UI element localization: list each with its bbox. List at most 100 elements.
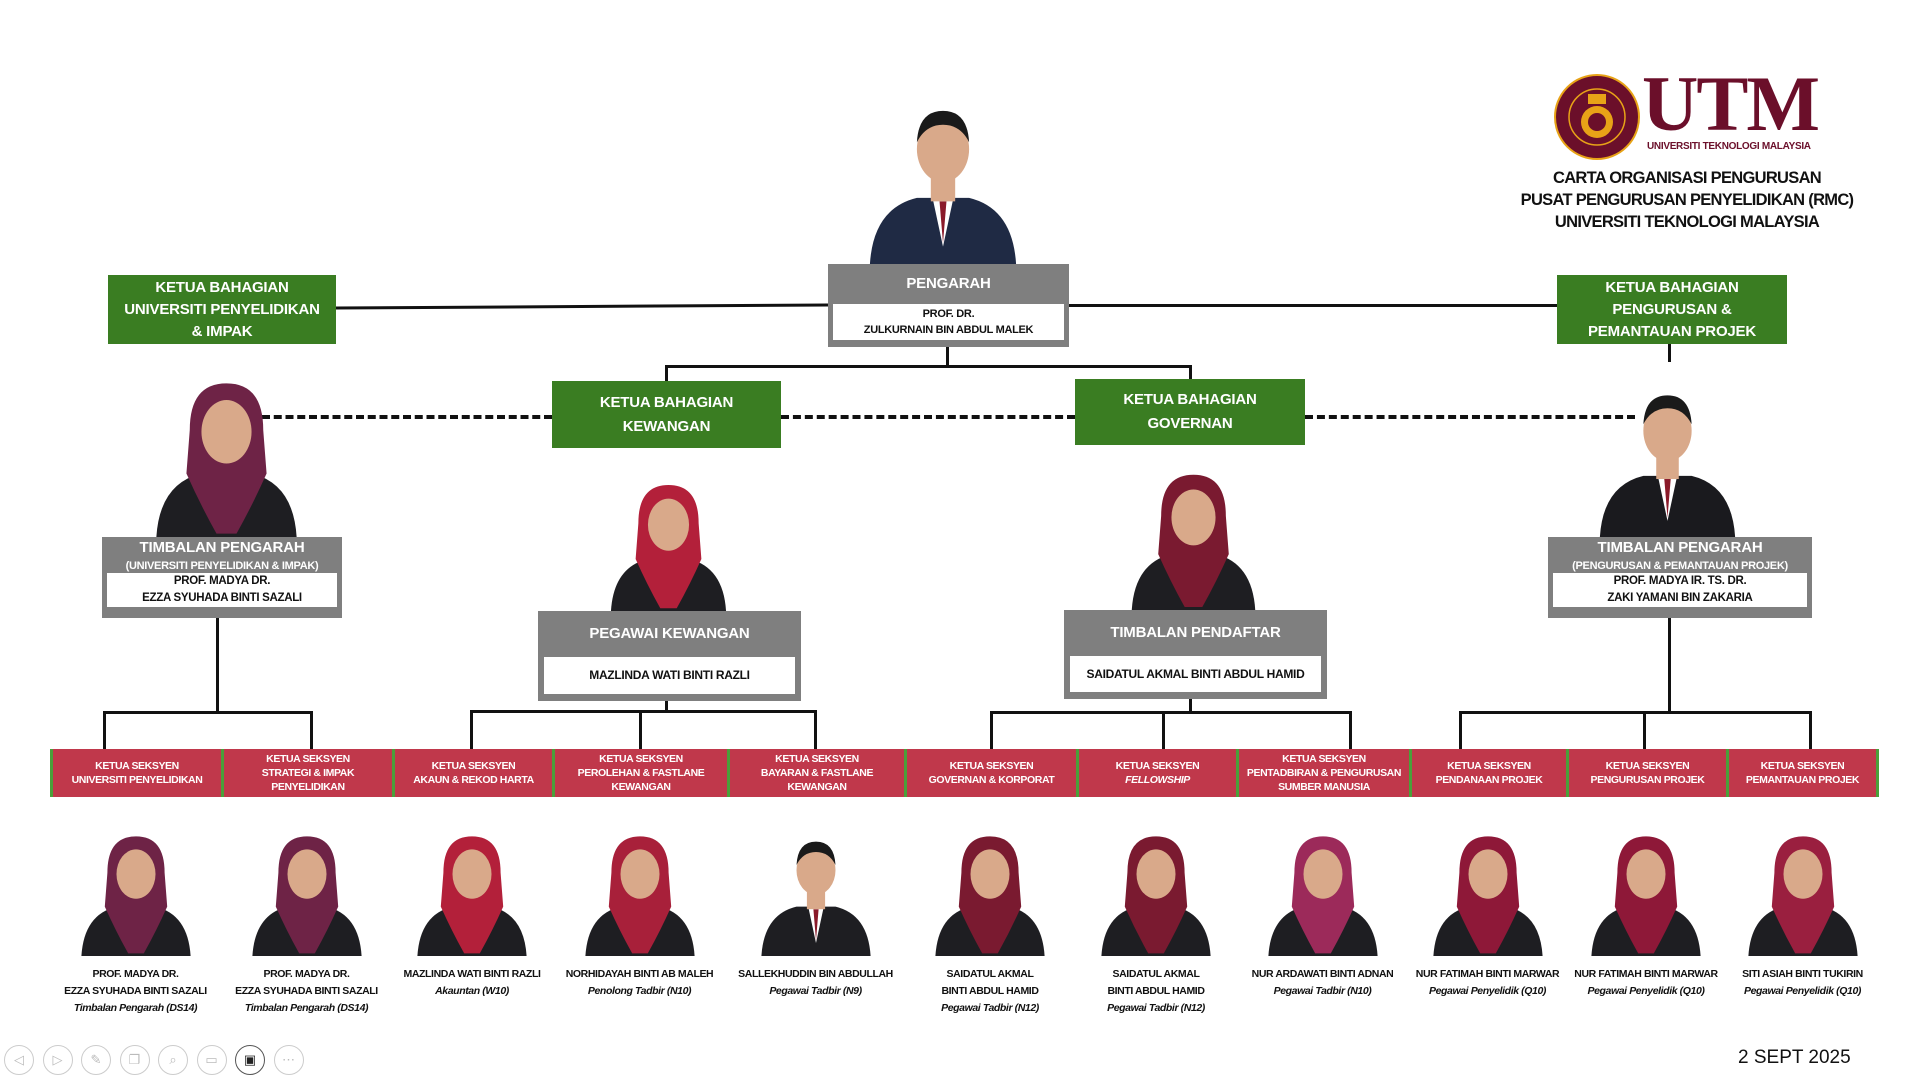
head-governan: KETUA BAHAGIAN GOVERNAN bbox=[1075, 379, 1305, 445]
head-line: UNIVERSITI PENYELIDIKAN bbox=[124, 300, 320, 318]
head-line: PEMANTAUAN PROJEK bbox=[1587, 322, 1756, 340]
staff-name: SAIDATUL AKMAL bbox=[1112, 968, 1200, 980]
section-box: KETUA SEKSYEN AKAUN & REKOD HARTA bbox=[392, 749, 552, 797]
staff-photo bbox=[1091, 812, 1221, 956]
staff-photo bbox=[242, 812, 372, 956]
director-title: PENGARAH bbox=[906, 275, 991, 292]
previous-icon: ◁ bbox=[14, 1052, 24, 1067]
next-button[interactable]: ▷ bbox=[42, 1045, 73, 1075]
head-line: KEWANGAN bbox=[622, 417, 711, 435]
staff-name: SAIDATUL AKMAL bbox=[946, 968, 1034, 980]
staff-name: PROF. MADYA DR. bbox=[263, 968, 350, 980]
pen-button[interactable]: ✎ bbox=[81, 1045, 111, 1075]
deputy-name: PROF. MADYA DR. EZZA SYUHADA BINTI SAZAL… bbox=[107, 573, 337, 607]
chart-title: CARTA ORGANISASI PENGURUSAN PUSAT PENGUR… bbox=[1487, 167, 1887, 233]
head-line: KETUA BAHAGIAN bbox=[599, 393, 734, 411]
section-box: KETUA SEKSYEN PEMANTAUAN PROJEK bbox=[1726, 749, 1879, 797]
staff-role: Penolong Tadbir (N10) bbox=[587, 985, 692, 997]
pegawai-kewangan-box: PEGAWAI KEWANGAN MAZLINDA WATI BINTI RAZ… bbox=[538, 611, 801, 701]
deputy-name-line: ZAKI YAMANI BIN ZAKARIA bbox=[1607, 592, 1753, 604]
section-label-line: KETUA SEKSYEN bbox=[431, 760, 516, 772]
deputy-title: TIMBALAN PENGARAH bbox=[139, 539, 305, 556]
deputy-name: PROF. MADYA IR. TS. DR. ZAKI YAMANI BIN … bbox=[1553, 573, 1807, 607]
section-label-line: FELLOWSHIP bbox=[1125, 774, 1190, 786]
director-name-line: PROF. DR. bbox=[922, 308, 975, 320]
staff-name: NUR FATIMAH BINTI MARWAR bbox=[1415, 968, 1560, 980]
deputy-title: TIMBALAN PENGARAH bbox=[1597, 539, 1763, 556]
section-label-line: GOVERNAN & KORPORAT bbox=[928, 774, 1055, 786]
zoom-icon: ⌕ bbox=[169, 1052, 177, 1067]
pegawai-kewangan-name: MAZLINDA WATI BINTI RAZLI bbox=[544, 657, 795, 694]
deputy-right-photo bbox=[1587, 360, 1748, 537]
head-line: GOVERNAN bbox=[1147, 415, 1233, 432]
zoom-button[interactable]: ⌕ bbox=[158, 1045, 188, 1075]
section-label-line: STRATEGI & IMPAK bbox=[261, 767, 355, 779]
staff-role: Timbalan Pengarah (DS14) bbox=[244, 1002, 369, 1014]
staff-photo bbox=[575, 812, 705, 956]
section-label-line: KETUA SEKSYEN bbox=[1115, 760, 1200, 772]
staff-name: PROF. MADYA DR. bbox=[92, 968, 179, 980]
section-label-line: PEROLEHAN & FASTLANE bbox=[577, 767, 705, 779]
section-label-line: KETUA SEKSYEN bbox=[1282, 753, 1366, 765]
section-label-line: KEWANGAN bbox=[787, 781, 847, 793]
staff-caption: PROF. MADYA DR. EZZA SYUHADA BINTI SAZALI… bbox=[46, 966, 226, 1017]
deputy-subtitle: (UNIVERSITI PENYELIDIKAN & IMPAK) bbox=[125, 560, 319, 572]
deputy-name-line: PROF. MADYA IR. TS. DR. bbox=[1613, 575, 1747, 587]
director-name: PROF. DR. ZULKURNAIN BIN ABDUL MALEK bbox=[833, 304, 1064, 340]
title-line: CARTA ORGANISASI PENGURUSAN bbox=[1552, 169, 1822, 187]
staff-photo bbox=[1258, 812, 1388, 956]
staff-photo bbox=[1738, 812, 1868, 956]
section-label-line: KETUA SEKSYEN bbox=[599, 753, 683, 765]
slides-icon: ❐ bbox=[128, 1052, 141, 1067]
slides-button[interactable]: ❐ bbox=[119, 1045, 150, 1075]
section-label-line: PEMANTAUAN PROJEK bbox=[1745, 774, 1860, 786]
section-label-line: PENDANAAN PROJEK bbox=[1435, 774, 1543, 786]
section-label-line: PENTADBIRAN & PENGURUSAN bbox=[1246, 767, 1402, 779]
previous-button[interactable]: ◁ bbox=[4, 1045, 34, 1075]
more-icon: ⋯ bbox=[282, 1052, 295, 1067]
section-label-line: AKAUN & REKOD HARTA bbox=[413, 774, 534, 786]
head-line: KETUA BAHAGIAN bbox=[155, 278, 289, 296]
staff-photo bbox=[751, 812, 881, 956]
head-line: PENGURUSAN & bbox=[1612, 300, 1732, 318]
timbalan-pendaftar-photo bbox=[1120, 461, 1267, 610]
section-label-line: PENGURUSAN PROJEK bbox=[1590, 774, 1705, 786]
title-line: PUSAT PENGURUSAN PENYELIDIKAN (RMC) bbox=[1520, 191, 1854, 209]
section-box: KETUA SEKSYEN PENTADBIRAN & PENGURUSAN SUM… bbox=[1236, 749, 1409, 797]
section-label-line: SUMBER MANUSIA bbox=[1278, 781, 1370, 793]
more-button[interactable]: ⋯ bbox=[273, 1045, 304, 1075]
subtitles-icon: ▭ bbox=[205, 1052, 218, 1067]
section-label-line: KETUA SEKSYEN bbox=[775, 753, 859, 765]
title-line: UNIVERSITI TEKNOLOGI MALAYSIA bbox=[1554, 213, 1820, 231]
timbalan-pendaftar-name: SAIDATUL AKMAL BINTI ABDUL HAMID bbox=[1070, 656, 1321, 692]
head-line: KETUA BAHAGIAN bbox=[1605, 278, 1739, 296]
staff-photo bbox=[71, 812, 201, 956]
staff-name: NUR FATIMAH BINTI MARWAR bbox=[1574, 968, 1718, 980]
deputy-name-line: PROF. MADYA DR. bbox=[173, 575, 271, 587]
subtitles-button[interactable]: ▭ bbox=[196, 1045, 227, 1075]
timbalan-pendaftar-box: TIMBALAN PENDAFTAR SAIDATUL AKMAL BINTI … bbox=[1064, 610, 1327, 699]
pen-icon: ✎ bbox=[90, 1052, 102, 1067]
staff-name: EZZA SYUHADA BINTI SAZALI bbox=[64, 985, 207, 997]
staff-role: Akauntan (W10) bbox=[435, 985, 509, 997]
section-label-line: KETUA SEKSYEN bbox=[1760, 760, 1845, 772]
staff-name: SALLEKHUDDIN BIN ABDULLAH bbox=[738, 968, 893, 980]
staff-role: Pegawai Tadbir (N10) bbox=[1273, 985, 1372, 997]
utm-logo: UTM UNIVERSITI TEKNOLOGI MALAYSIA bbox=[1552, 64, 1820, 162]
staff-name: BINTI ABDUL HAMID bbox=[1107, 985, 1205, 997]
camera-icon: ▣ bbox=[243, 1052, 257, 1067]
staff-role: Pegawai Penyelidik (Q10) bbox=[1743, 985, 1862, 997]
staff-role: Pegawai Tadbir (N12) bbox=[941, 1002, 1039, 1014]
director-photo bbox=[856, 77, 1030, 264]
section-label-line: KETUA SEKSYEN bbox=[266, 753, 350, 765]
camera-button[interactable]: ▣ bbox=[235, 1045, 265, 1075]
